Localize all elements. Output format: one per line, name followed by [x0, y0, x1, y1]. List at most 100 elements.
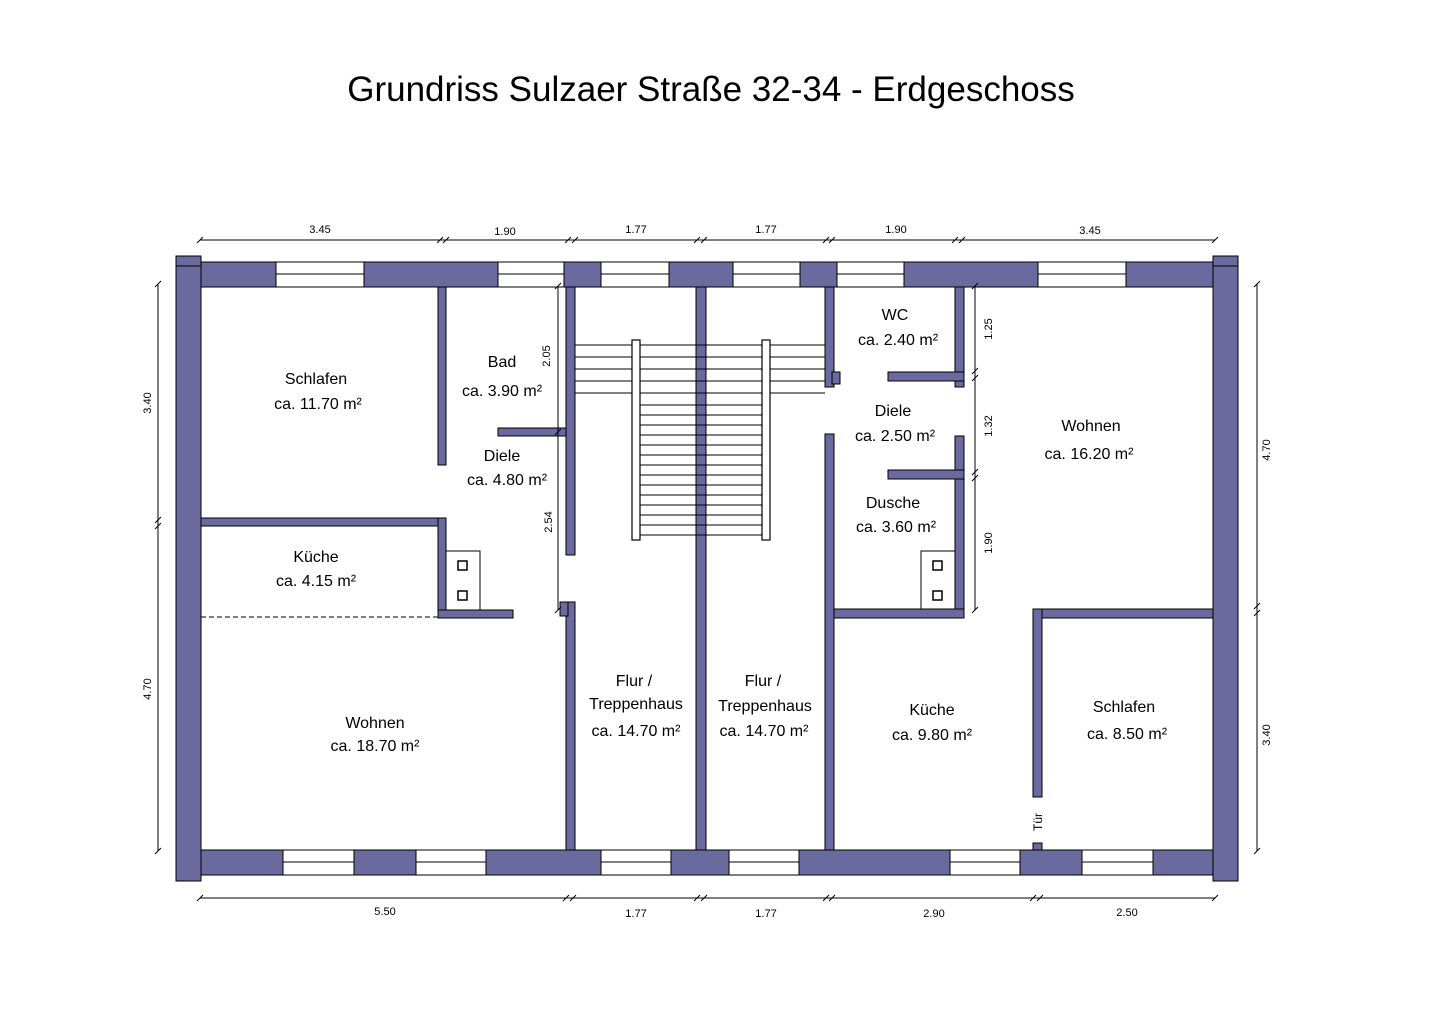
dimension-tick: [693, 894, 701, 902]
chimneys: [445, 550, 956, 611]
room-area: ca. 2.50 m²: [855, 428, 936, 445]
dimension-tick: [700, 236, 708, 244]
dim-left-2: 4.70: [142, 678, 154, 699]
room-area: ca. 4.15 m²: [276, 573, 357, 590]
dimension-tick: [154, 280, 162, 288]
wall: [437, 286, 447, 466]
wall: [565, 601, 576, 851]
wall: [200, 517, 447, 527]
dim-inner-right-2: 1.32: [983, 415, 995, 436]
wall: [824, 286, 835, 388]
wall: [565, 286, 576, 556]
dimension-tick: [971, 468, 979, 476]
room-area: ca. 16.20 m²: [1045, 446, 1135, 463]
dimension-tick: [1253, 602, 1261, 610]
dimension-tick: [154, 522, 162, 530]
dim-top-6: 3.45: [1079, 225, 1100, 237]
room-name: Flur /: [616, 673, 653, 690]
dim-inner-left-1: 2.05: [541, 345, 553, 366]
room-name: WC: [882, 307, 909, 324]
dimension-tick: [1253, 847, 1261, 855]
dimension-tick: [154, 847, 162, 855]
dim-top-4: 1.77: [755, 224, 776, 236]
dimension-tick: [564, 236, 572, 244]
room-name: Wohnen: [1061, 418, 1120, 435]
dimension-tick: [569, 894, 577, 902]
wall: [559, 601, 569, 617]
dimension-tick: [554, 282, 562, 290]
room-area: ca. 3.90 m²: [462, 383, 543, 400]
wall: [437, 609, 514, 619]
dimension-tick: [1253, 609, 1261, 617]
wall: [1032, 608, 1214, 619]
room-area: ca. 14.70 m²: [720, 723, 810, 740]
staircase: [575, 339, 825, 541]
dim-left-1: 3.40: [142, 392, 154, 413]
dim-bottom-3: 1.77: [755, 908, 776, 920]
wall-right: [1212, 255, 1239, 882]
dimension-tick: [971, 374, 979, 382]
stair-stringer: [631, 339, 641, 541]
dimension-tick: [971, 282, 979, 290]
wall: [695, 286, 707, 851]
dimension-tick: [436, 236, 444, 244]
dimension-tick: [971, 606, 979, 614]
room-name: Treppenhaus: [718, 698, 812, 715]
dim-bottom-5: 2.50: [1116, 907, 1137, 919]
wall-corner-tl: [175, 255, 202, 267]
dimension-tick: [822, 894, 830, 902]
interior-walls: [200, 286, 1214, 851]
dimension-tick: [1253, 280, 1261, 288]
wall: [887, 469, 965, 480]
room-area: ca. 8.50 m²: [1087, 726, 1168, 743]
dim-inner-right-3: 1.90: [983, 532, 995, 553]
windows-top: [275, 261, 1127, 288]
room-name: Küche: [293, 549, 338, 566]
room-area: ca. 18.70 m²: [331, 738, 421, 755]
room-area: ca. 14.70 m²: [592, 723, 682, 740]
wall: [887, 371, 965, 382]
dimension-tick: [196, 894, 204, 902]
dimension-tick: [554, 428, 562, 436]
room-area: ca. 2.40 m²: [858, 332, 939, 349]
wall: [833, 608, 965, 619]
dim-bottom-1: 5.50: [374, 906, 395, 918]
dim-inner-right-1: 1.25: [983, 318, 995, 339]
room-name: Diele: [484, 448, 521, 465]
dimension-tick: [154, 516, 162, 524]
plan-title: Grundriss Sulzaer Straße 32-34 - Erdgesc…: [347, 70, 1075, 109]
dimension-lines: [157, 239, 1258, 899]
windows-bottom: [282, 849, 1154, 876]
dimension-tick: [196, 236, 204, 244]
room-area: ca. 11.70 m²: [274, 396, 362, 413]
room-name: Dusche: [866, 495, 920, 512]
dim-top-2: 1.90: [494, 226, 515, 238]
wall-left: [175, 255, 202, 882]
wall: [1032, 842, 1043, 851]
wall: [824, 433, 835, 851]
room-name: Diele: [875, 403, 912, 420]
dim-right-1: 4.70: [1261, 439, 1273, 460]
wall-corner-tr: [1212, 255, 1239, 267]
room-area: ca. 9.80 m²: [892, 727, 973, 744]
wall: [954, 286, 965, 388]
dimension-ticks: [154, 236, 1261, 902]
dim-top-5: 1.90: [885, 224, 906, 236]
dim-top-1: 3.45: [309, 224, 330, 236]
dimension-tick: [442, 236, 450, 244]
dim-top-3: 1.77: [625, 224, 646, 236]
room-name: Flur /: [745, 673, 782, 690]
dimension-tick: [562, 894, 570, 902]
dim-bottom-4: 2.90: [923, 908, 944, 920]
dimension-tick: [971, 367, 979, 375]
room-name: Schlafen: [1093, 699, 1155, 716]
dimension-labels: 3.45 1.90 1.77 1.77 1.90 3.45 5.50 1.77 …: [142, 224, 1273, 920]
wall: [1032, 608, 1043, 798]
dimension-tick: [828, 894, 836, 902]
room-name: Schlafen: [285, 371, 347, 388]
room-name: Bad: [488, 354, 516, 371]
room-area: ca. 3.60 m²: [856, 519, 937, 536]
wall: [954, 435, 965, 619]
dimension-tick: [951, 236, 959, 244]
